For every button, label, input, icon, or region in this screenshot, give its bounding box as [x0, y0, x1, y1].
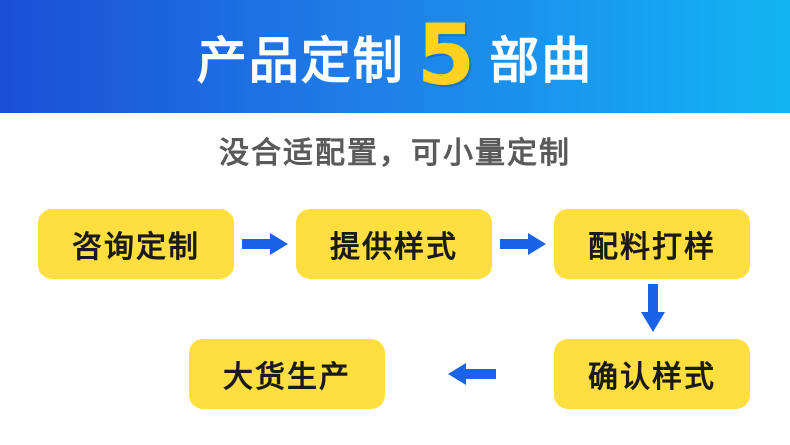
right-arrow-icon — [500, 233, 546, 255]
step-mass-production: 大货生产 — [189, 339, 385, 409]
left-arrow-icon — [448, 363, 496, 385]
subtitle: 没合适配置，可小量定制 — [219, 136, 571, 171]
step-confirm-style: 确认样式 — [554, 339, 750, 409]
title-banner: 产品定制 5 部曲 — [0, 0, 790, 113]
banner-title-left: 产品定制 — [196, 32, 405, 90]
banner-title: 产品定制 5 部曲 — [0, 6, 790, 104]
step-provide-style: 提供样式 — [296, 209, 492, 279]
step-consult: 咨询定制 — [38, 209, 234, 279]
step-sample-making: 配料打样 — [554, 209, 750, 279]
right-arrow-icon — [242, 233, 288, 255]
banner-title-right: 部曲 — [489, 32, 594, 90]
down-arrow-icon — [641, 284, 665, 332]
banner-number: 5 — [416, 6, 478, 104]
